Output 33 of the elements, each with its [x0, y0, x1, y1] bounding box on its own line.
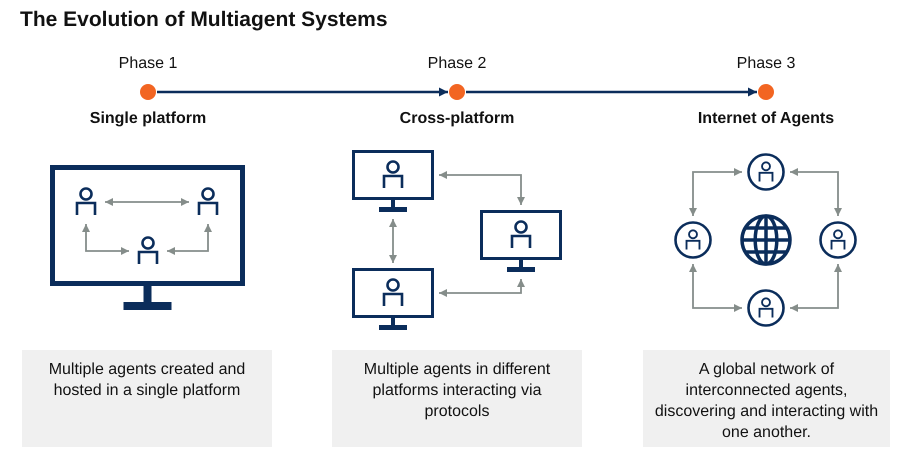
phase-dot: [449, 84, 465, 100]
arrow: [790, 264, 842, 312]
arrow: [157, 88, 448, 96]
monitor-icon: [352, 150, 434, 214]
arrow: [689, 168, 742, 216]
description-text: Multiple agents in different platforms interacting via protocols: [362, 360, 552, 422]
monitor-icon: [352, 268, 434, 332]
agent-icon: [674, 221, 712, 259]
arrow: [689, 264, 742, 312]
phase-label: Phase 3: [736, 55, 796, 73]
monitor-icon: [480, 210, 562, 274]
arrow: [389, 219, 397, 263]
arrow: [167, 224, 212, 255]
arrow: [439, 279, 525, 297]
arrow: [82, 224, 129, 255]
phase-dot: [758, 84, 774, 100]
phase-label: Phase 1: [118, 55, 178, 73]
title: The Evolution of Multiagent Systems: [20, 8, 388, 32]
agent-icon: [747, 153, 785, 191]
phase-label: Phase 2: [426, 55, 488, 73]
phase-heading: Cross-platform: [398, 110, 516, 128]
description-text: A global network of interconnected agents, discovering and interacting with one another.: [654, 360, 880, 443]
description-text: Multiple agents created and hosted in a single platform: [48, 360, 246, 401]
phase-dot: [140, 84, 156, 100]
agent-icon: [747, 289, 785, 327]
phase-heading: Internet of Agents: [696, 110, 836, 128]
phase-heading: Single platform: [88, 110, 208, 128]
arrow: [466, 88, 757, 96]
agent-icon: [819, 221, 857, 259]
arrow: [439, 171, 525, 205]
arrow: [105, 198, 189, 206]
arrow: [790, 168, 842, 216]
globe-icon: [740, 214, 792, 266]
